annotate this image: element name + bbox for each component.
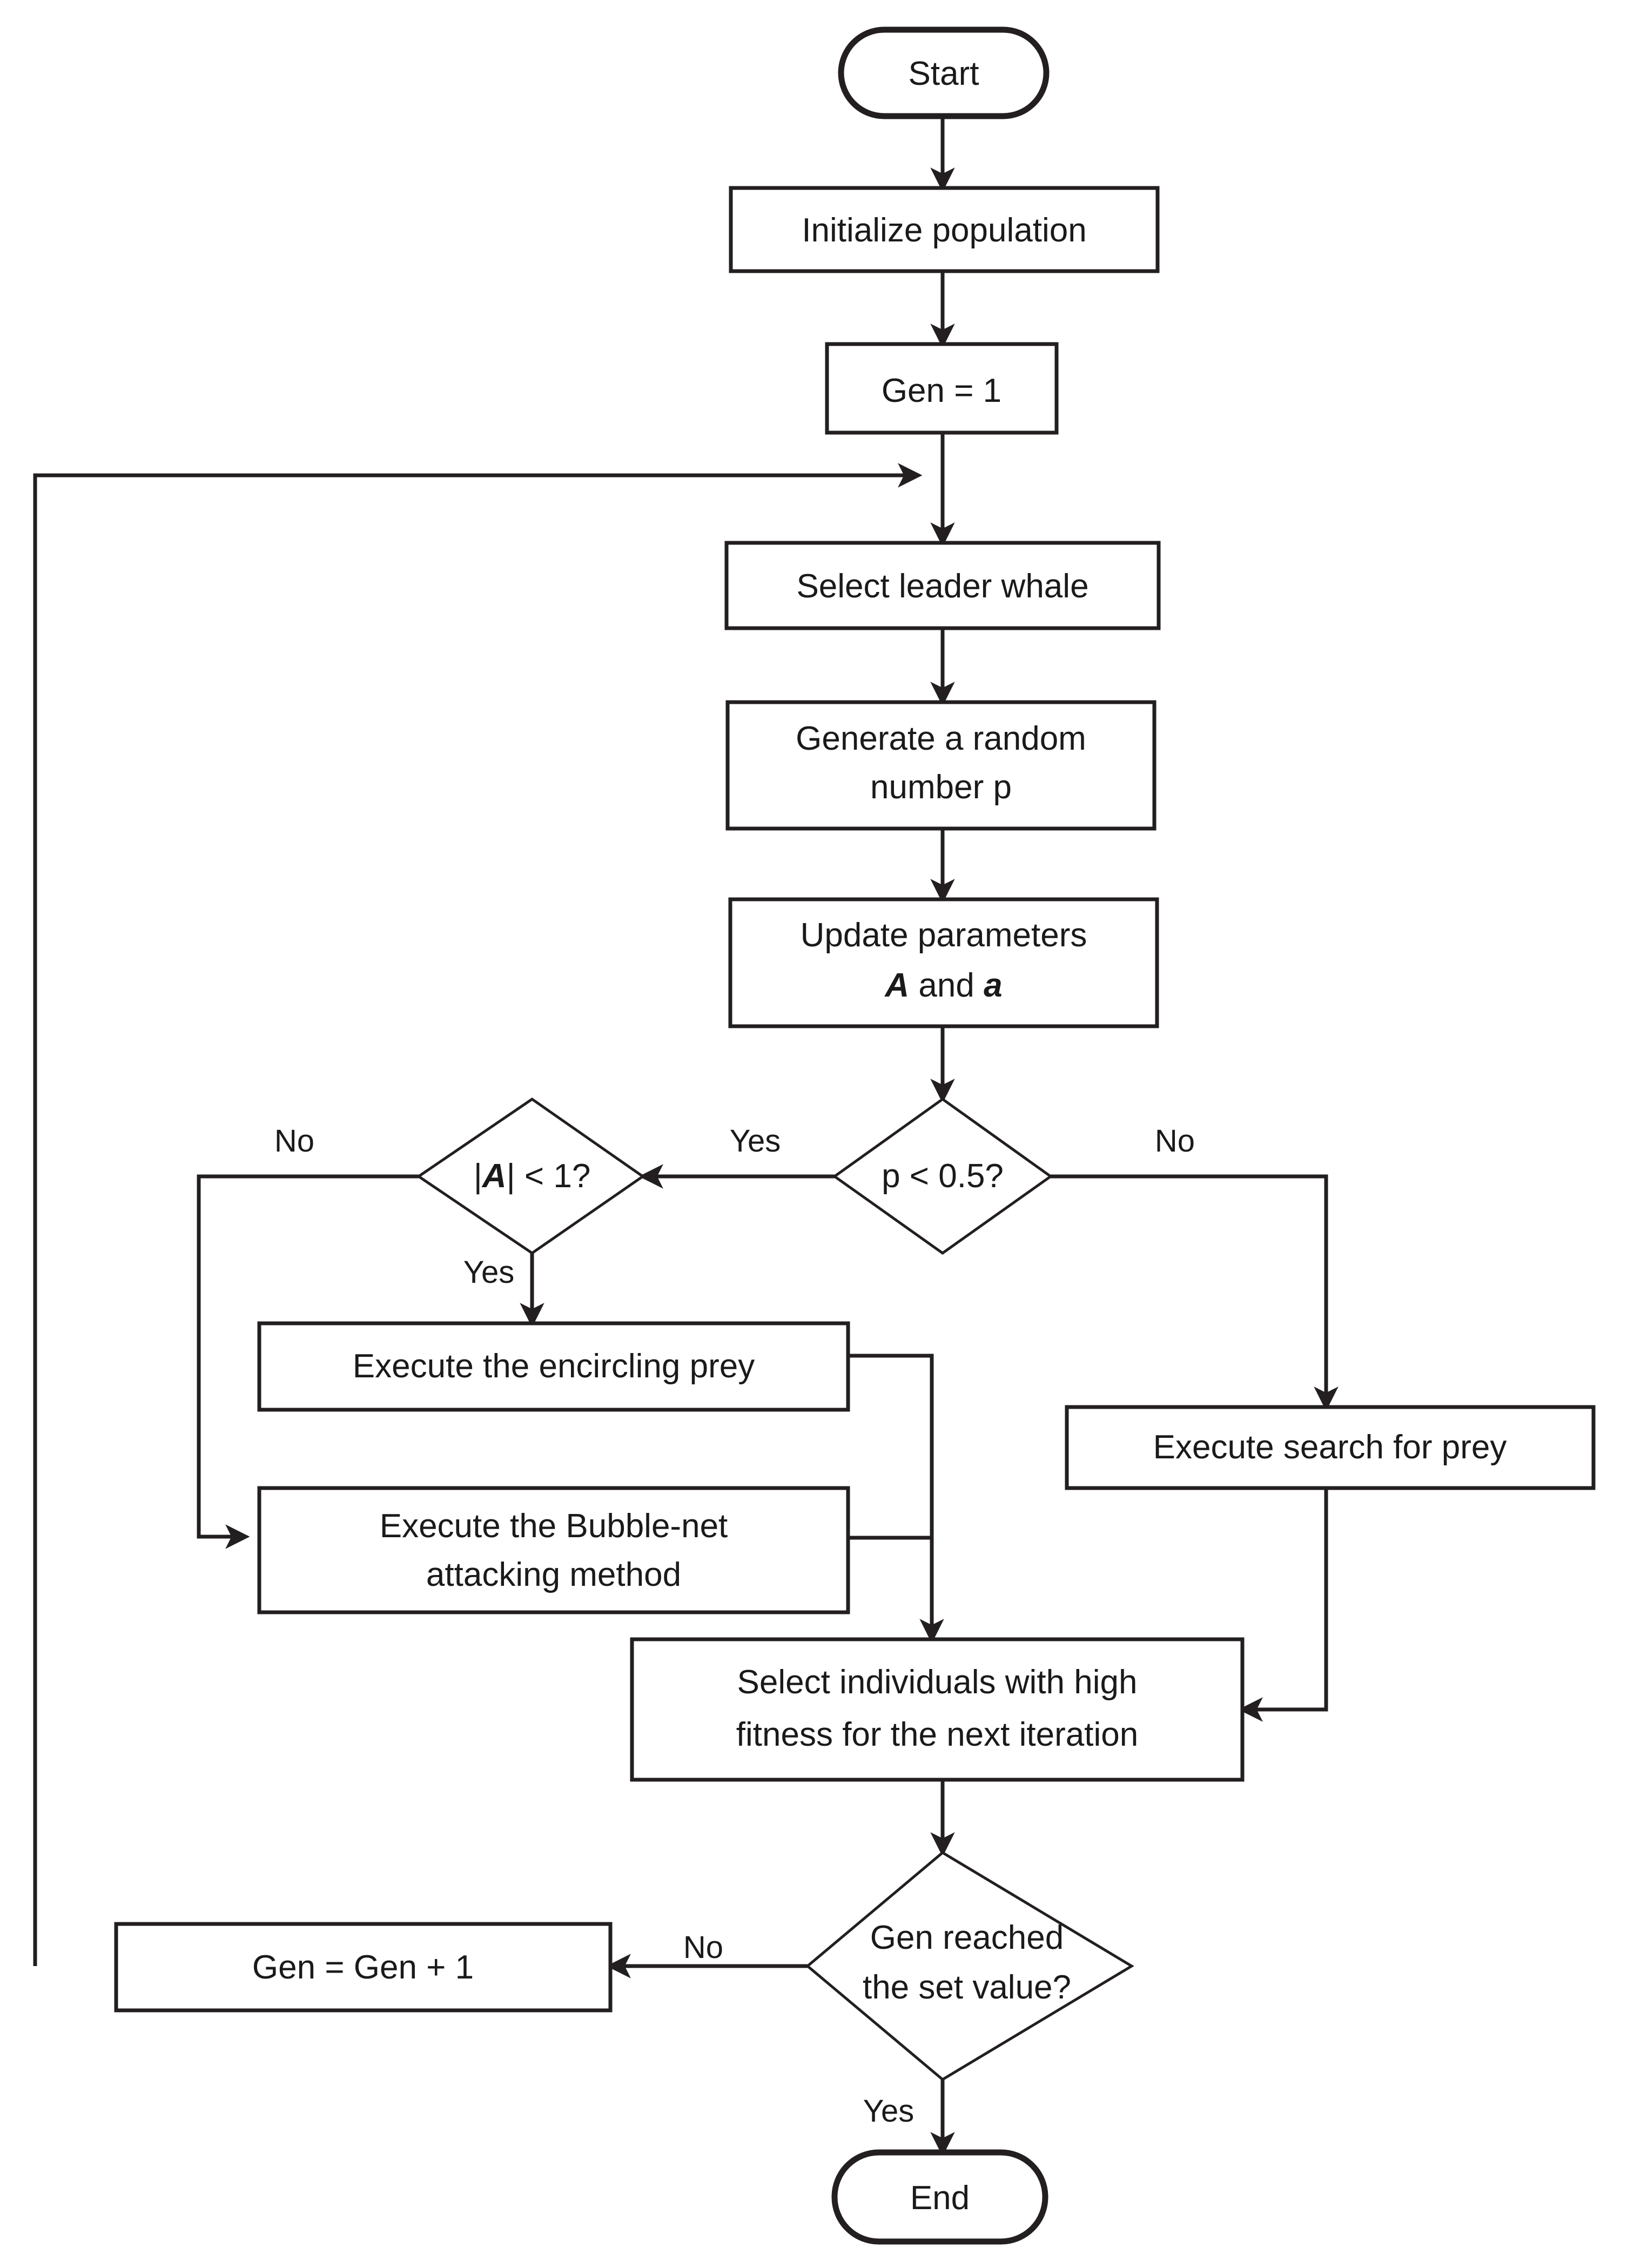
abs-bar-close: | < 1? (507, 1157, 591, 1195)
param-A-symbol: A (884, 967, 909, 1004)
edge-label-gen-no: No (683, 1930, 723, 1965)
edge-encircling-prey-to-select-individuals (848, 1354, 944, 1644)
node-select-individuals[interactable]: Select individuals with high fitness for… (630, 1637, 1245, 1782)
node-initialize-population[interactable]: Initialize population (729, 186, 1160, 273)
node-start[interactable]: Start (838, 26, 1050, 119)
edge-label-a-yes: Yes (463, 1255, 515, 1290)
node-select-leader-label: Select leader whale (796, 568, 1088, 605)
node-encircling-prey-label: Execute the encircling prey (353, 1348, 755, 1385)
node-update-parameters-line1: Update parameters (801, 917, 1087, 954)
node-bubble-net[interactable]: Execute the Bubble-net attacking method (257, 1486, 850, 1614)
node-end[interactable]: End (831, 2149, 1048, 2245)
node-generate-random-line2: number p (870, 769, 1012, 806)
decision-A-symbol: A (481, 1157, 507, 1195)
edge-feedback-loop-rail (33, 463, 923, 1966)
edge-label-p-yes: Yes (730, 1123, 781, 1159)
node-decision-gen[interactable]: Gen reached the set value? (805, 1850, 1134, 2082)
param-and-text: and (909, 967, 984, 1004)
node-decision-gen-line1: Gen reached (870, 1919, 1064, 1956)
node-generate-random-line1: Generate a random (796, 720, 1086, 757)
node-decision-a[interactable]: |A| < 1? (416, 1097, 645, 1255)
node-decision-p[interactable]: p < 0.5? (832, 1097, 1053, 1255)
node-bubble-net-line1: Execute the Bubble-net (380, 1507, 728, 1545)
node-update-parameters-line2: A and a (884, 967, 1002, 1004)
edge-decision-p-no-to-search-prey (1051, 1174, 1339, 1411)
edge-search-prey-to-select-individuals (1238, 1488, 1328, 1722)
node-search-prey-label: Execute search for prey (1153, 1429, 1507, 1466)
node-initialize-population-label: Initialize population (802, 212, 1086, 249)
node-gen-increment[interactable]: Gen = Gen + 1 (114, 1922, 613, 2013)
node-select-individuals-line1: Select individuals with high (737, 1664, 1138, 1701)
edge-decision-a-no-to-bubble-net (197, 1174, 419, 1549)
node-encircling-prey[interactable]: Execute the encircling prey (257, 1321, 850, 1412)
node-select-individuals-line2: fitness for the next iteration (736, 1716, 1138, 1753)
node-gen-init-label: Gen = 1 (882, 372, 1001, 409)
node-decision-a-label: |A| < 1? (474, 1157, 591, 1195)
node-generate-random[interactable]: Generate a random number p (725, 700, 1156, 831)
edge-label-a-no: No (274, 1123, 314, 1159)
node-gen-increment-label: Gen = Gen + 1 (252, 1949, 474, 1986)
abs-bar-open: | (474, 1157, 482, 1195)
node-update-parameters[interactable]: Update parameters A and a (728, 897, 1159, 1028)
edge-label-p-no: No (1155, 1123, 1195, 1159)
node-decision-gen-line2: the set value? (863, 1969, 1071, 2006)
node-gen-init[interactable]: Gen = 1 (825, 342, 1059, 435)
node-start-label: Start (909, 55, 979, 92)
node-bubble-net-line2: attacking method (426, 1556, 681, 1593)
node-decision-p-label: p < 0.5? (882, 1157, 1004, 1195)
node-search-prey[interactable]: Execute search for prey (1065, 1405, 1596, 1490)
edge-label-gen-yes: Yes (863, 2094, 914, 2129)
node-select-leader[interactable]: Select leader whale (724, 541, 1161, 630)
param-a-symbol: a (984, 967, 1002, 1004)
node-end-label: End (910, 2179, 970, 2217)
